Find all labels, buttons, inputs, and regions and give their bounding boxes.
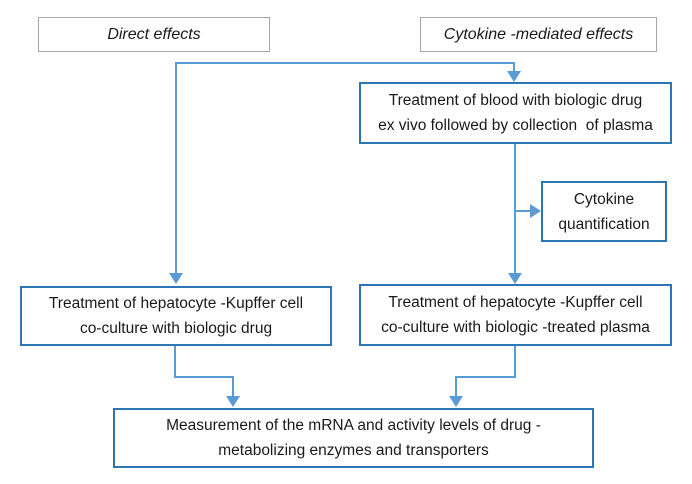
connector-blood-to-hepatocyte-vertical xyxy=(514,144,516,273)
hepatocyte-drug-box: Treatment of hepatocyte -Kupffer cell co… xyxy=(20,286,332,346)
hepatocyte-drug-line2: co-culture with biologic drug xyxy=(79,320,273,337)
blood-treatment-box: Treatment of blood with biologic drug ex… xyxy=(359,82,672,144)
connector-hepatocyte-drug-down xyxy=(174,346,176,378)
blood-treatment-line1: Treatment of blood with biologic drug xyxy=(388,92,643,109)
measurement-box: Measurement of the mRNA and activity lev… xyxy=(113,408,594,468)
connector-hepatocyte-drug-down2 xyxy=(232,376,234,397)
blood-treatment-line2: ex vivo followed by collection of plasma xyxy=(378,117,653,134)
connector-hepatocyte-plasma-down2 xyxy=(455,376,457,397)
cytokine-quantification-line1: Cytokine xyxy=(573,190,635,208)
direct-effects-box: Direct effects xyxy=(38,17,270,52)
hepatocyte-drug-line1: Treatment of hepatocyte -Kupffer cell xyxy=(48,295,304,312)
hepatocyte-plasma-line1: Treatment of hepatocyte -Kupffer cell xyxy=(388,294,643,311)
arrowhead-into-blood-treatment-icon xyxy=(507,71,521,82)
cytokine-quantification-box: Cytokine quantification xyxy=(541,181,667,242)
direct-effects-label: Direct effects xyxy=(107,25,201,43)
arrowhead-into-hepatocyte-plasma-icon xyxy=(508,273,522,284)
connector-top-horizontal xyxy=(175,62,515,64)
cytokine-quantification-line2: quantification xyxy=(558,215,650,233)
connector-hepatocyte-plasma-horizontal xyxy=(455,376,516,378)
connector-cytokine-branch-horizontal xyxy=(514,210,530,212)
arrowhead-into-measurement-left-icon xyxy=(226,396,240,407)
connector-hepatocyte-drug-horizontal xyxy=(174,376,234,378)
cytokine-mediated-effects-box: Cytokine -mediated effects xyxy=(420,17,657,52)
arrowhead-into-cytokine-quantification-icon xyxy=(530,204,541,218)
cytokine-mediated-effects-label: Cytokine -mediated effects xyxy=(443,25,634,43)
measurement-line2: metabolizing enzymes and transporters xyxy=(218,442,489,459)
arrowhead-into-hepatocyte-drug-icon xyxy=(169,273,183,284)
hepatocyte-plasma-box: Treatment of hepatocyte -Kupffer cell co… xyxy=(359,284,672,346)
arrowhead-into-measurement-right-icon xyxy=(449,396,463,407)
connector-hepatocyte-plasma-down xyxy=(514,346,516,378)
hepatocyte-plasma-line2: co-culture with biologic -treated plasma xyxy=(381,319,650,336)
measurement-line1: Measurement of the mRNA and activity lev… xyxy=(166,417,541,434)
connector-into-blood-vertical xyxy=(513,62,515,71)
connector-direct-vertical xyxy=(175,62,177,273)
